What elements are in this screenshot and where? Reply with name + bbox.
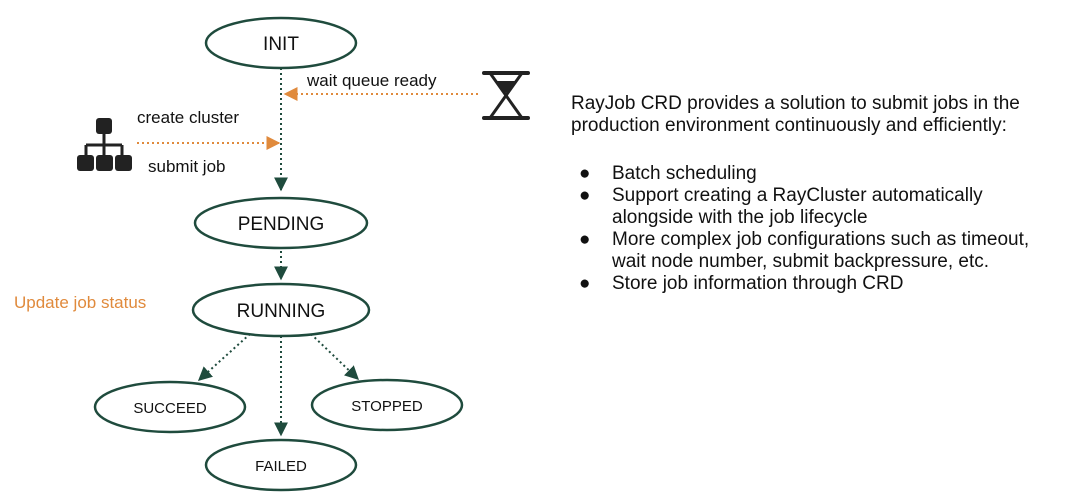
bullet-text: More complex job configurations such as …: [612, 229, 1030, 272]
bullet-text: Support creating a RayCluster automatica…: [612, 185, 983, 228]
state-node-pending: PENDING: [193, 196, 369, 250]
state-node-failed: FAILED: [204, 438, 358, 492]
label-create-cluster: create cluster: [137, 108, 239, 127]
state-label-failed: FAILED: [255, 458, 307, 475]
bullet-item: ● Batch scheduling: [571, 163, 1066, 185]
bullet-dot-icon: ●: [579, 229, 591, 250]
state-node-stopped: STOPPED: [310, 378, 464, 432]
bullet-text: Batch scheduling: [612, 163, 757, 184]
hierarchy-icon: [77, 118, 132, 171]
control-arrows: [137, 87, 478, 150]
state-node-init: INIT: [204, 16, 358, 70]
description-intro: RayJob CRD provides a solution to submit…: [571, 93, 1020, 136]
arrow-running-to-stopped: [310, 333, 360, 380]
state-node-succeed: SUCCEED: [93, 380, 247, 434]
state-label-stopped: STOPPED: [351, 398, 423, 415]
state-node-failed-shape: [204, 438, 358, 492]
bullet-text: Store job information through CRD: [612, 273, 904, 294]
state-label-pending: PENDING: [238, 214, 325, 235]
state-node-pending-shape: [193, 196, 369, 250]
bullet-dot-icon: ●: [579, 163, 591, 184]
hourglass-icon: [482, 71, 530, 120]
arrow-running-to-succeed: [197, 333, 251, 381]
bullet-item: ● Support creating a RayCluster automatic…: [571, 185, 1066, 229]
state-label-running: RUNNING: [237, 301, 326, 322]
description-bullet-list: ● Batch scheduling ● Support creating a Ra…: [571, 163, 1066, 295]
label-wait-queue-ready: wait queue ready: [306, 71, 437, 90]
description-panel: RayJob CRD provides a solution to submit…: [571, 93, 1066, 295]
label-update-job-status: Update job status: [14, 293, 146, 312]
state-node-succeed-shape: [93, 380, 247, 434]
state-node-running-shape: [191, 282, 371, 338]
bullet-dot-icon: ●: [579, 185, 591, 206]
bullet-item: ● Store job information through CRD: [571, 273, 1066, 295]
state-node-running: RUNNING: [191, 282, 371, 338]
state-label-succeed: SUCCEED: [133, 400, 207, 417]
state-node-init-shape: [204, 16, 358, 70]
label-submit-job: submit job: [148, 157, 225, 176]
bullet-item: ● More complex job configurations such as…: [571, 229, 1066, 273]
state-node-stopped-shape: [310, 378, 464, 432]
state-label-init: INIT: [263, 34, 299, 55]
bullet-dot-icon: ●: [579, 273, 591, 294]
